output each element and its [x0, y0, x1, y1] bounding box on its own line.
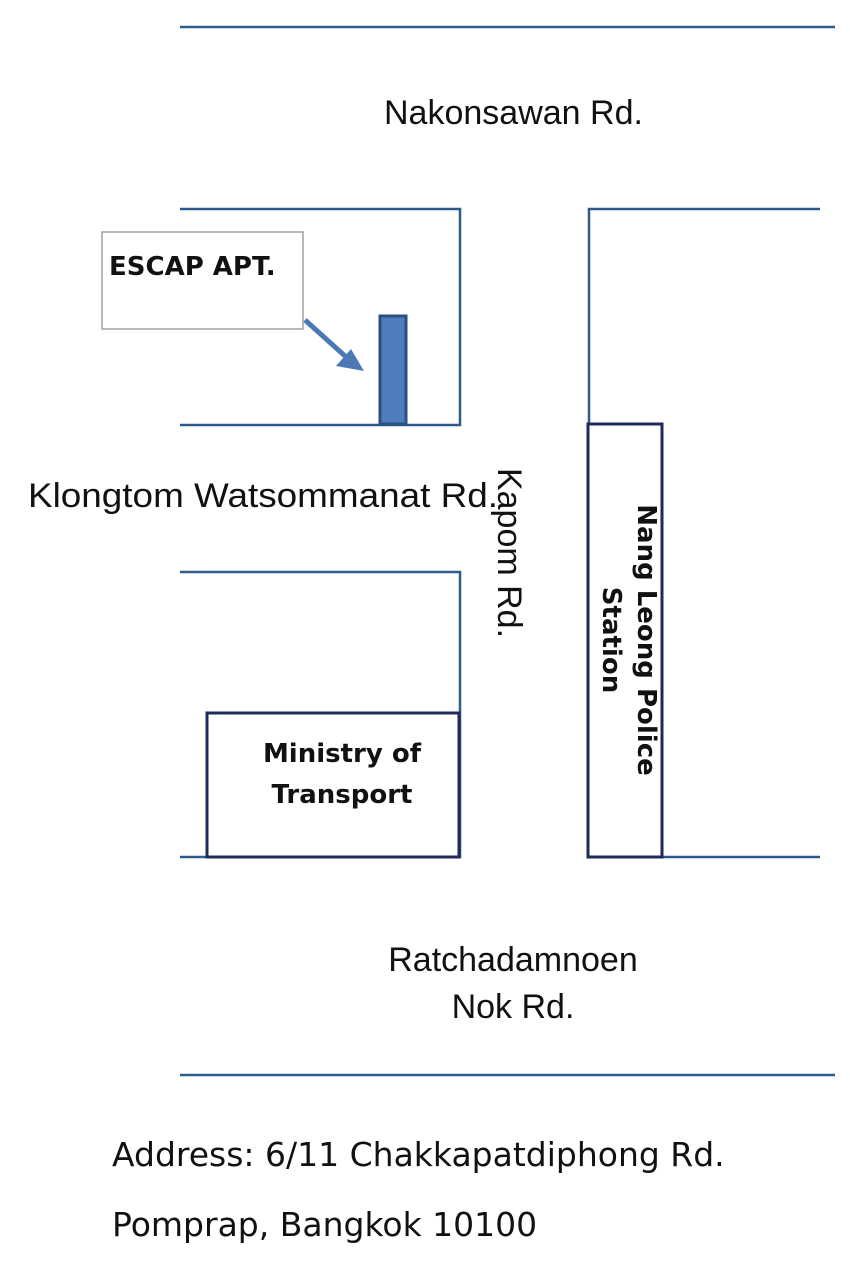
police-station-label: Nang Leong Police Station: [596, 504, 661, 776]
address-line-1: Address: 6/11 Chakkapatdiphong Rd.: [112, 1135, 725, 1174]
road-label-kapom: Kapom Rd.: [490, 468, 528, 638]
callout-arrow-shaft: [303, 318, 347, 358]
block-top-right: [587, 207, 820, 425]
escap-apartment-marker: [378, 314, 408, 426]
ministry-of-transport-building: [205, 711, 461, 859]
escap-callout-label: ESCAP APT.: [109, 252, 276, 282]
police-station-building: [586, 422, 664, 859]
escap-callout-box: [101, 231, 304, 330]
police-label-line1: Nang Leong Police: [631, 504, 661, 776]
road-label-ratchadamnoen-line1: Ratchadamnoen: [388, 941, 638, 979]
ministry-label-line1: Ministry of: [263, 739, 422, 769]
address-line-2: Pomprap, Bangkok 10100: [112, 1205, 538, 1244]
block-top-left: [180, 207, 462, 427]
callout-arrow-head: [336, 349, 364, 371]
road-label-klongtom: Klongtom Watsommanat Rd.: [28, 477, 498, 515]
police-label-line2: Station: [596, 587, 626, 693]
ministry-label-line2: Transport: [272, 780, 413, 810]
road-label-ratchadamnoen-line2: Nok Rd.: [452, 988, 575, 1026]
road-label-kapom-group: Kapom Rd.: [490, 468, 528, 638]
road-label-nakonsawan: Nakonsawan Rd.: [384, 94, 643, 132]
